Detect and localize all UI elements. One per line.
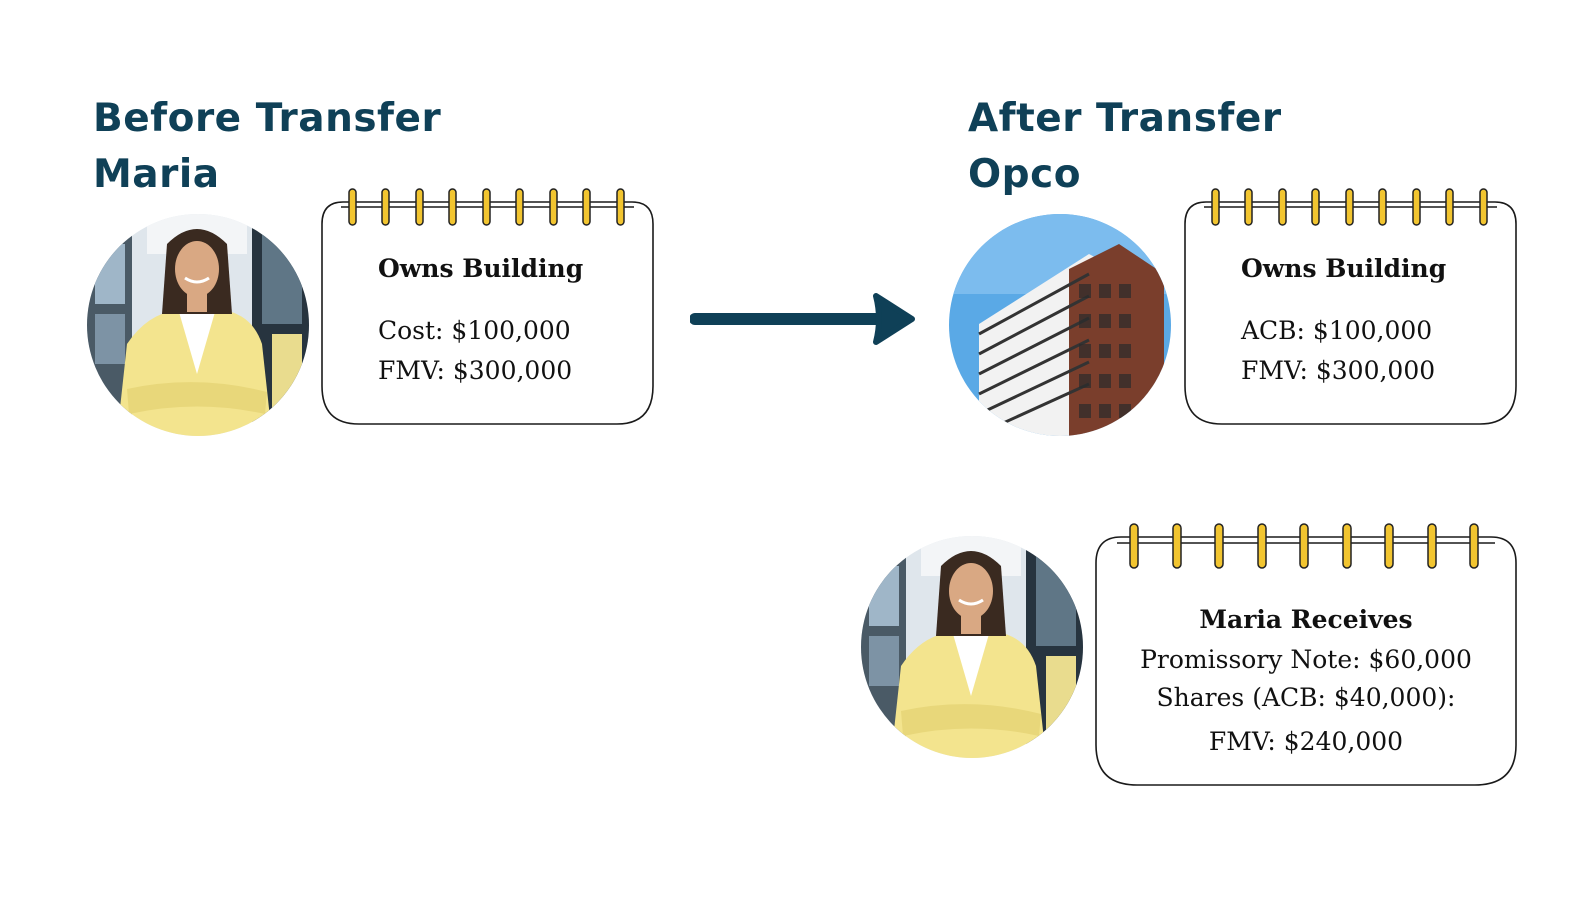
notepad-frame: [321, 188, 654, 425]
maria-avatar-after: [861, 536, 1083, 758]
woman-photo: [87, 214, 309, 436]
receives-note: Promissory Note: $60,000: [1140, 645, 1472, 674]
before-card-fmv: FMV: $300,000: [378, 356, 573, 385]
after-card-acb: ACB: $100,000: [1241, 316, 1433, 345]
maria-avatar: [87, 214, 309, 436]
right-arrow-icon: [690, 293, 915, 345]
before-card: Owns Building Cost: $100,000 FMV: $300,0…: [321, 186, 654, 426]
notepad-frame: [1095, 523, 1517, 786]
before-card-cost: Cost: $100,000: [378, 316, 571, 345]
receives-shares: Shares (ACB: $40,000):: [1156, 683, 1456, 712]
notepad-frame: [1184, 188, 1517, 425]
receives-fmv: FMV: $240,000: [1208, 727, 1404, 756]
opco-avatar: [949, 214, 1171, 436]
building-photo: [949, 214, 1171, 436]
before-owner-heading: Maria: [93, 152, 220, 197]
before-transfer-heading: Before Transfer: [93, 96, 442, 141]
after-owner-heading: Opco: [968, 152, 1081, 197]
after-card-title: Owns Building: [1241, 254, 1447, 283]
after-transfer-heading: After Transfer: [968, 96, 1282, 141]
before-card-title: Owns Building: [378, 254, 584, 283]
receives-card: Maria Receives Promissory Note: $60,000 …: [1095, 521, 1517, 787]
after-card: Owns Building ACB: $100,000 FMV: $300,00…: [1184, 186, 1517, 426]
after-card-fmv: FMV: $300,000: [1241, 356, 1436, 385]
woman-photo: [861, 536, 1083, 758]
receives-card-title: Maria Receives: [1199, 605, 1413, 634]
